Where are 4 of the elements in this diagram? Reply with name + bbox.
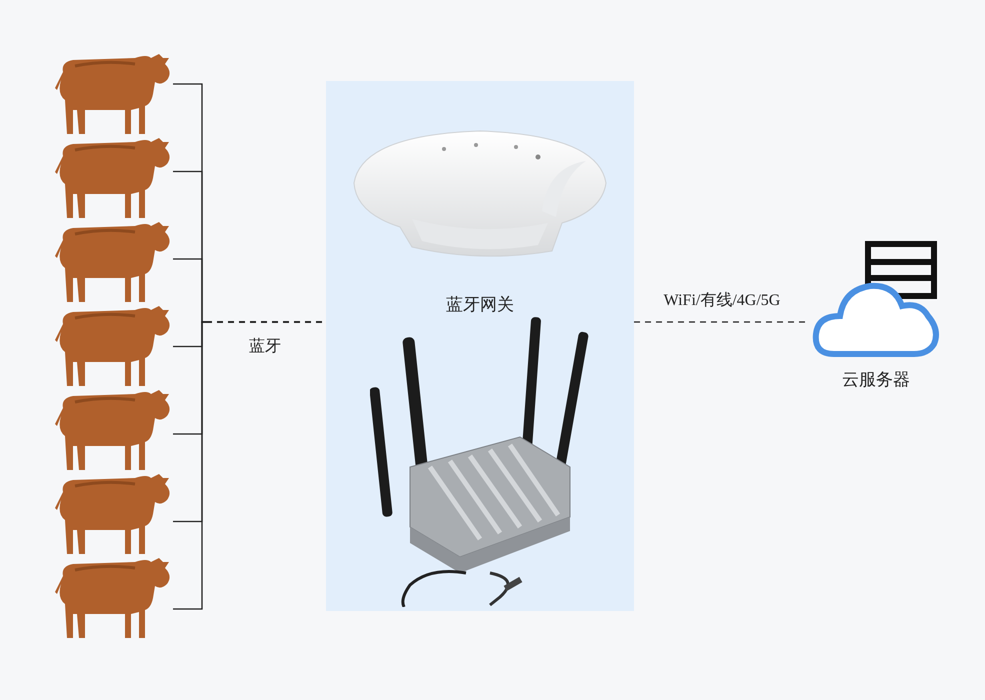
gateway-panel xyxy=(326,81,634,611)
node-label: 蓝牙网关 xyxy=(446,294,514,316)
gateway-drawing xyxy=(370,317,590,607)
node-label: 云服务器 xyxy=(842,369,910,391)
